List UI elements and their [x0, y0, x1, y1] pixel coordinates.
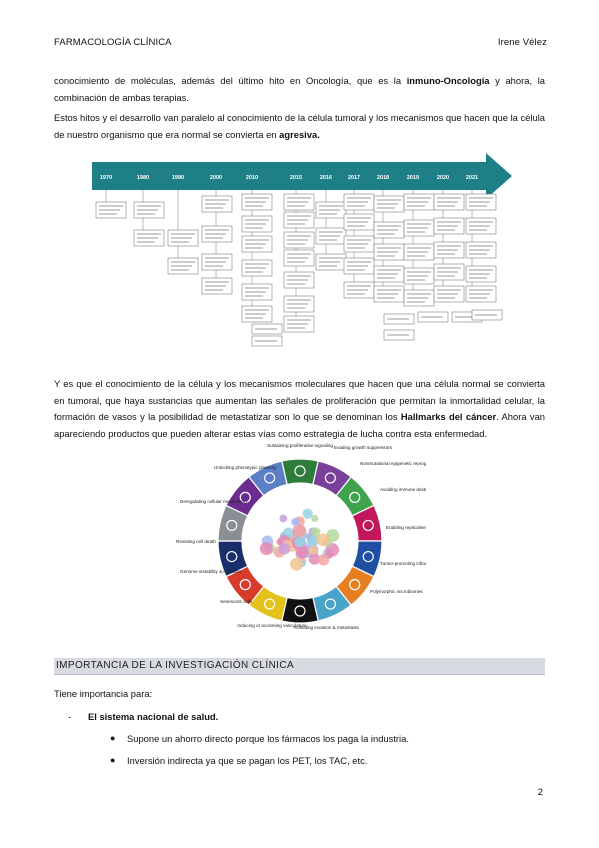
- timeline-year-label: 1980: [137, 175, 149, 181]
- paragraph-3: Y es que el conocimiento de la célula y …: [54, 376, 545, 442]
- hallmark-label: Enabling replicative immortality: [386, 525, 426, 530]
- timeline-year-label: 2017: [348, 175, 360, 181]
- paragraph-1-text-b: y ahora, la combinación de ambas terapia…: [54, 75, 545, 103]
- timeline-arrow: [92, 153, 512, 199]
- hallmark-symbol-icon: [324, 598, 336, 610]
- hallmark-label: Deregulating cellular metabolism: [180, 499, 247, 504]
- hallmark-symbol-icon: [239, 491, 251, 503]
- oncology-timeline-figure: 1970 1980 1990 2000 2010 2015 2016 2017 2018 2019…: [92, 153, 512, 347]
- list-item: - El sistema nacional de salud.: [68, 711, 218, 722]
- paragraph-2-bold: agresiva.: [279, 128, 320, 140]
- timeline-years: 1970 1980 1990 2000 2010 2015 2016 2017 2018 2019…: [100, 175, 478, 181]
- hallmark-symbol-icon: [294, 605, 306, 617]
- hallmark-label: Resisting cell death: [176, 539, 216, 544]
- paragraph-3-bold: Hallmarks del cáncer: [400, 411, 497, 422]
- list-item-bold: sistema nacional de salud.: [99, 711, 219, 722]
- section-title: IMPORTANCIA DE LA INVESTIGACIÓN CLÍNICA: [56, 660, 295, 671]
- list-item-prefix: El: [88, 711, 100, 722]
- hallmark-symbol-icon: [226, 550, 238, 563]
- hallmark-label: Tumor-promoting inflammation: [380, 561, 426, 566]
- paragraph-2: Estos hitos y el desarrollo van paralelo…: [54, 110, 545, 143]
- paragraph-1: conocimiento de moléculas, además del úl…: [54, 73, 545, 106]
- timeline-year-label: 2016: [320, 175, 332, 181]
- hallmark-symbol-icon: [294, 465, 306, 477]
- bullet-text-2: Inversión indirecta ya que se pagan los …: [127, 755, 368, 766]
- tumor-cell-cluster-illustration: [259, 508, 340, 571]
- hallmark-label: Avoiding immune destruction: [380, 487, 426, 492]
- section-heading: IMPORTANCIA DE LA INVESTIGACIÓN CLÍNICA: [54, 658, 545, 675]
- hallmark-label: Evading growth suppressors: [334, 445, 393, 450]
- hallmark-symbol-icon: [362, 550, 374, 563]
- hallmark-symbol-icon: [264, 472, 276, 484]
- tumor-cell: [308, 545, 318, 555]
- hallmark-label: Genome instability & mutation: [180, 569, 241, 574]
- timeline-year-label: 1970: [100, 175, 112, 181]
- timeline-year-label: 2015: [290, 175, 302, 181]
- hallmark-segment: [281, 458, 319, 486]
- hallmark-symbol-icon: [362, 519, 374, 532]
- timeline-year-label: 2021: [466, 175, 478, 181]
- tumor-cell: [291, 517, 300, 526]
- timeline-year-label: 2010: [246, 175, 258, 181]
- paragraph-1-text-a: conocimiento de moléculas, además del úl…: [54, 75, 407, 86]
- tumor-cell: [302, 508, 313, 519]
- tumor-cell: [311, 527, 321, 537]
- tumor-cell: [279, 514, 288, 523]
- timeline-milestone-boxes: [95, 190, 503, 347]
- tumor-cell: [259, 542, 273, 556]
- tumor-cell: [317, 554, 330, 566]
- timeline-year-label: 2018: [377, 175, 389, 181]
- wheel-segments: [217, 458, 383, 624]
- hallmark-symbol-icon: [264, 598, 276, 610]
- hallmark-label: Activating invasion & metastasis: [293, 625, 359, 630]
- body-intro: Tiene importancia para:: [54, 688, 153, 699]
- tumor-cell: [311, 514, 319, 523]
- hallmark-symbol-icon: [349, 579, 361, 591]
- paragraph-2-text: Estos hitos y el desarrollo van paralelo…: [54, 112, 545, 140]
- bullet-text-1: Supone un ahorro directo porque los fárm…: [127, 733, 409, 744]
- tumor-cell: [292, 523, 306, 538]
- hallmark-label: Nonmutational epigenetic reprogramming: [360, 461, 426, 466]
- timeline-year-label: 2019: [407, 175, 419, 181]
- tumor-cell: [308, 553, 321, 565]
- tumor-cell: [294, 536, 306, 548]
- bullet-dot: ●: [110, 733, 116, 743]
- tumor-cell: [290, 557, 303, 571]
- hallmark-label: Sustaining proliferative signaling: [267, 443, 333, 448]
- hallmark-symbol-icon: [226, 519, 238, 532]
- page-number: 2: [537, 787, 543, 798]
- hallmark-symbol-icon: [324, 472, 336, 484]
- hallmark-label: Unlocking phenotypic plasticity: [214, 465, 277, 470]
- tumor-cell: [278, 542, 291, 555]
- tumor-cell: [304, 532, 311, 540]
- tumor-cell: [307, 536, 319, 547]
- hallmark-symbol-icon: [239, 579, 251, 591]
- paragraph-3-text-b: . Ahora van apareciendo productos que pu…: [54, 411, 545, 439]
- tumor-cell: [316, 533, 330, 547]
- bullet-dot: ●: [110, 755, 116, 765]
- dash-marker: -: [68, 711, 72, 722]
- timeline-year-label: 2000: [210, 175, 222, 181]
- paragraph-1-bold: inmuno-Oncología: [406, 75, 490, 86]
- list-item-text: El sistema nacional de salud.: [88, 711, 218, 722]
- timeline-year-label: 2020: [437, 175, 449, 181]
- hallmark-segment: [248, 460, 288, 497]
- header-author: Irene Vélez: [497, 37, 547, 48]
- hallmark-symbol-icon: [349, 491, 361, 503]
- paragraph-3-text-a: Y es que el conocimiento de la célula y …: [54, 378, 545, 422]
- hallmark-label: Inducing or accessing vasculature: [237, 623, 307, 628]
- hallmark-segment: [281, 596, 319, 624]
- timeline-year-label: 1990: [172, 175, 184, 181]
- hallmark-label: Polymorphic microbiomes: [370, 589, 423, 594]
- hallmark-label: Senescent cells: [220, 599, 253, 604]
- header-title: FARMACOLOGÍA CLÍNICA: [54, 37, 172, 48]
